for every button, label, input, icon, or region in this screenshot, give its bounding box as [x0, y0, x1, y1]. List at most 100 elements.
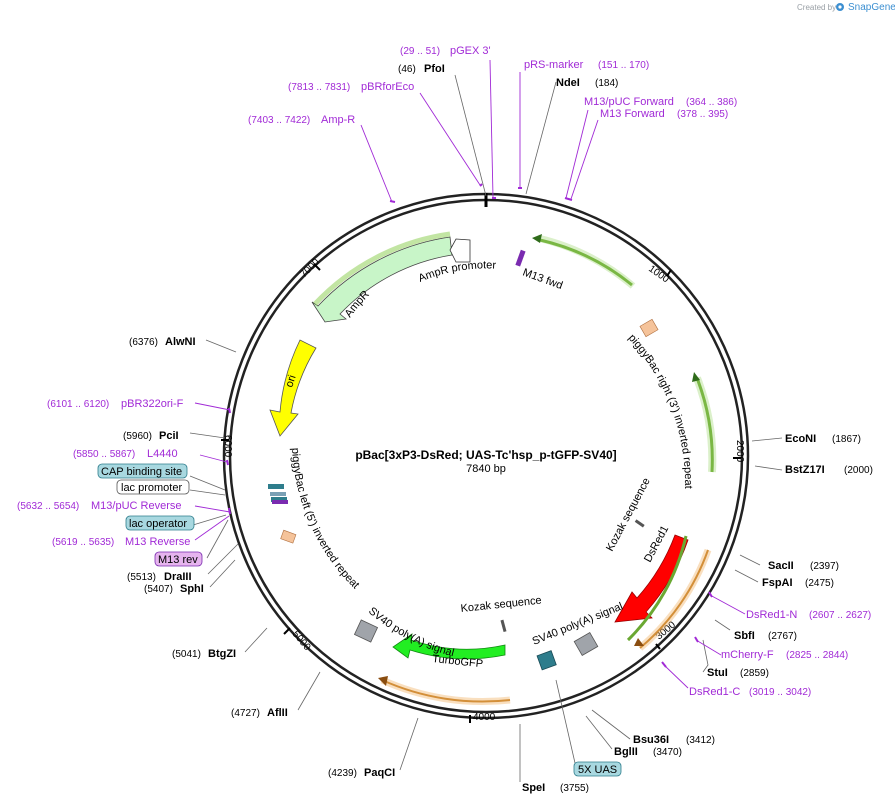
cap-binding-site-label[interactable]: CAP binding site — [97, 463, 188, 479]
snapgene-logo-icon — [836, 3, 844, 11]
enzyme-spei[interactable]: SpeI — [522, 782, 545, 794]
plasmid-length: 7840 bp — [466, 463, 506, 475]
svg-text:SV40 poly(A) signal: SV40 poly(A) signal — [366, 605, 455, 659]
enzyme-alwni-pos: (6376) — [129, 337, 158, 348]
uas-box[interactable] — [536, 650, 557, 671]
svg-text:M13 rev: M13 rev — [158, 554, 198, 566]
enzyme-spei-pos: (3755) — [560, 783, 589, 794]
enzyme-paqci-pos: (4239) — [328, 768, 357, 779]
ori-feature[interactable] — [269, 339, 317, 437]
enzyme-ndei[interactable]: NdeI — [556, 77, 580, 89]
ampr-promoter-label: AmpR promoter — [417, 259, 497, 284]
primer-pbr322ori-f[interactable]: pBR322ori-F — [121, 398, 184, 410]
piggybac-right-label: piggyBac right (3') inverted repeat — [626, 332, 694, 489]
m13-fwd-orf — [539, 238, 633, 287]
piggybac-left-label: piggyBac left (5') inverted repeat — [289, 447, 361, 591]
kozak-mark-bottom — [500, 619, 507, 633]
ampr-promoter-feature[interactable] — [449, 238, 471, 263]
enzyme-fspai-pos: (2475) — [805, 578, 834, 589]
enzyme-econi[interactable]: EcoNI — [785, 433, 816, 445]
enzyme-econi-pos: (1867) — [832, 434, 861, 445]
svg-text:lac operator: lac operator — [129, 518, 187, 530]
enzyme-bglii[interactable]: BglII — [614, 746, 638, 758]
enzyme-stui-pos: (2859) — [740, 668, 769, 679]
svg-text:piggyBac right (3') inverted r: piggyBac right (3') inverted repeat — [626, 332, 694, 489]
plasmid-title: pBac[3xP3-DsRed; UAS-Tc'hsp_p-tGFP-SV40] — [355, 448, 616, 462]
primer-m13-puc-forward[interactable]: M13/pUC Forward — [584, 96, 674, 108]
enzyme-pcii-pos: (5960) — [123, 431, 152, 442]
primer-amp-r[interactable]: Amp-R — [321, 114, 355, 126]
m13-fwd-label: M13 fwd — [521, 267, 564, 292]
primer-m13-puc-reverse-range: (5632 .. 5654) — [17, 501, 79, 512]
enzyme-fspai[interactable]: FspAI — [762, 577, 793, 589]
svg-text:lac promoter: lac promoter — [121, 482, 182, 494]
uas-label[interactable]: 5X UAS — [573, 761, 622, 777]
enzyme-pfoi[interactable]: PfoI — [424, 63, 445, 75]
enzyme-sbfi[interactable]: SbfI — [734, 630, 755, 642]
lac-operator-label[interactable]: lac operator — [125, 515, 195, 531]
primer-prs-marker[interactable]: pRS-marker — [524, 59, 584, 71]
primer-m13-forward-range: (378 .. 395) — [677, 109, 728, 120]
tick-2000: 2000 — [734, 440, 745, 463]
primer-l4440[interactable]: L4440 — [147, 448, 178, 460]
enzyme-bsu36i[interactable]: Bsu36I — [633, 734, 669, 746]
enzyme-paqci[interactable]: PaqCI — [364, 767, 395, 779]
kozak-label-right: Kozak sequence — [604, 476, 653, 553]
sv40-polya-left-label: SV40 poly(A) signal — [366, 605, 455, 659]
enzyme-pcii[interactable]: PciI — [159, 430, 179, 442]
enzyme-stui[interactable]: StuI — [707, 667, 728, 679]
turbogfp-feature[interactable] — [392, 633, 506, 660]
primer-dsred1-n-range: (2607 .. 2627) — [809, 610, 871, 621]
primer-pgex3-range: (29 .. 51) — [400, 46, 440, 57]
turbogfp-orange-orf — [381, 679, 511, 703]
svg-text:piggyBac left (5') inverted re: piggyBac left (5') inverted repeat — [289, 447, 361, 591]
primer-mcherry-f[interactable]: mCherry-F — [721, 649, 774, 661]
enzyme-bstz17i[interactable]: BstZ17I — [785, 464, 825, 476]
kozak-box-right[interactable] — [639, 318, 659, 338]
enzyme-btgzi-pos: (5041) — [172, 649, 201, 660]
primer-pgex3[interactable]: pGEX 3' — [450, 45, 491, 57]
svg-text:AmpR promoter: AmpR promoter — [417, 259, 497, 284]
enzyme-pfoi-pos: (46) — [398, 64, 416, 75]
primer-m13-puc-reverse[interactable]: M13/pUC Reverse — [91, 500, 181, 512]
kozak-mark-right — [634, 519, 645, 528]
turbogfp-orange-arrowhead — [378, 676, 388, 686]
m13-fwd-site[interactable] — [515, 249, 526, 267]
primer-mcherry-f-range: (2825 .. 2844) — [786, 650, 848, 661]
sv40-polya-right-box[interactable] — [573, 632, 599, 656]
primer-m13-puc-forward-range: (364 .. 386) — [686, 97, 737, 108]
sv40-polya-left-box[interactable] — [353, 619, 379, 643]
enzyme-sbfi-pos: (2767) — [768, 631, 797, 642]
ampr-feature[interactable] — [311, 236, 453, 323]
ori-label: ori — [283, 374, 298, 389]
tick-6000: 6000 — [222, 435, 233, 458]
m13-fwd-arrowhead — [532, 234, 542, 243]
primer-pbr322ori-f-range: (6101 .. 6120) — [47, 399, 109, 410]
primer-dsred1-n[interactable]: DsRed1-N — [746, 609, 797, 621]
credit-text: Created by — [797, 3, 836, 12]
lac-promoter-label[interactable]: lac promoter — [116, 479, 190, 495]
primer-pbrforeco[interactable]: pBRforEco — [361, 81, 414, 93]
enzyme-alwni[interactable]: AlwNI — [165, 336, 196, 348]
piggybac-right-arrowhead — [692, 372, 700, 382]
dsred1-orf — [626, 535, 688, 642]
primer-dsred1-c[interactable]: DsRed1-C — [689, 686, 740, 698]
enzyme-btgzi[interactable]: BtgZI — [208, 648, 236, 660]
enzyme-sphi[interactable]: SphI — [180, 583, 204, 595]
kozak-box-left[interactable] — [280, 529, 297, 544]
snapgene-logo: SnapGene — [848, 2, 895, 13]
primer-m13-forward[interactable]: M13 Forward — [600, 108, 665, 120]
enzyme-sacii[interactable]: SacII — [768, 560, 794, 572]
primer-m13-reverse[interactable]: M13 Reverse — [125, 536, 190, 548]
primer-dsred1-c-range: (3019 .. 3042) — [749, 687, 811, 698]
enzyme-bglii-pos: (3470) — [653, 747, 682, 758]
enzyme-draiii[interactable]: DraIII — [164, 571, 192, 583]
m13-rev-label[interactable]: M13 rev — [154, 551, 203, 567]
turbogfp-orange-orf-glow — [380, 676, 511, 706]
enzyme-aflii[interactable]: AflII — [267, 707, 288, 719]
turbogfp-label: TurboGFP — [432, 653, 484, 670]
dsred1-orange-orf — [639, 549, 709, 649]
enzyme-sacii-pos: (2397) — [810, 561, 839, 572]
